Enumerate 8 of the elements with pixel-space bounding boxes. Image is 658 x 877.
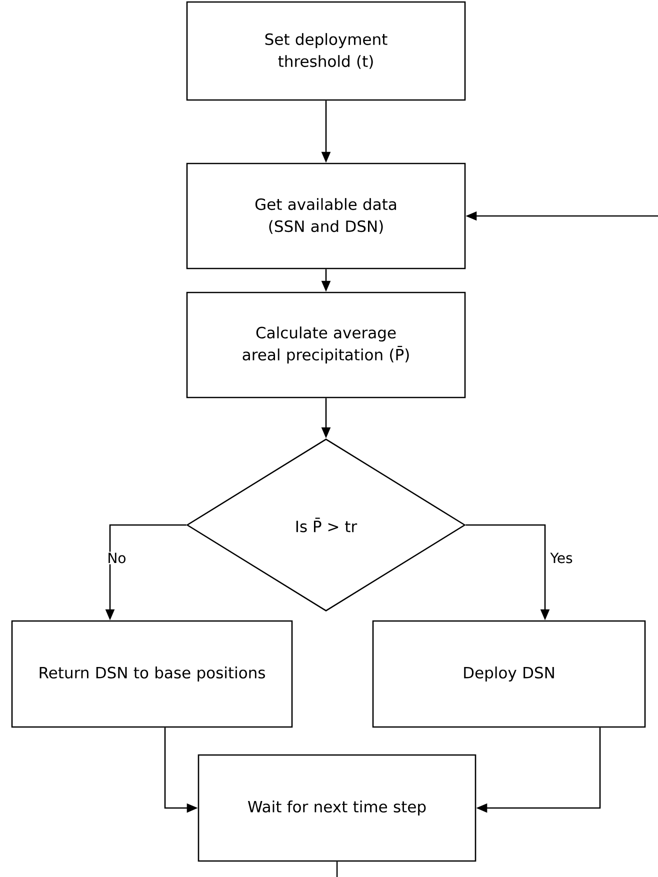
process-box: Calculate average areal precipitation (P̄) (186, 292, 466, 398)
process-box: Set deployment threshold (t) (186, 1, 466, 101)
process-box: Return DSN to base positions (11, 620, 293, 728)
process-box: Wait for next time step (198, 754, 476, 862)
process-box: Get available data (SSN and DSN) (186, 162, 466, 270)
edge-label: Yes (549, 552, 574, 564)
process-box: Deploy DSN (372, 620, 646, 728)
edge-label: No (106, 552, 128, 564)
